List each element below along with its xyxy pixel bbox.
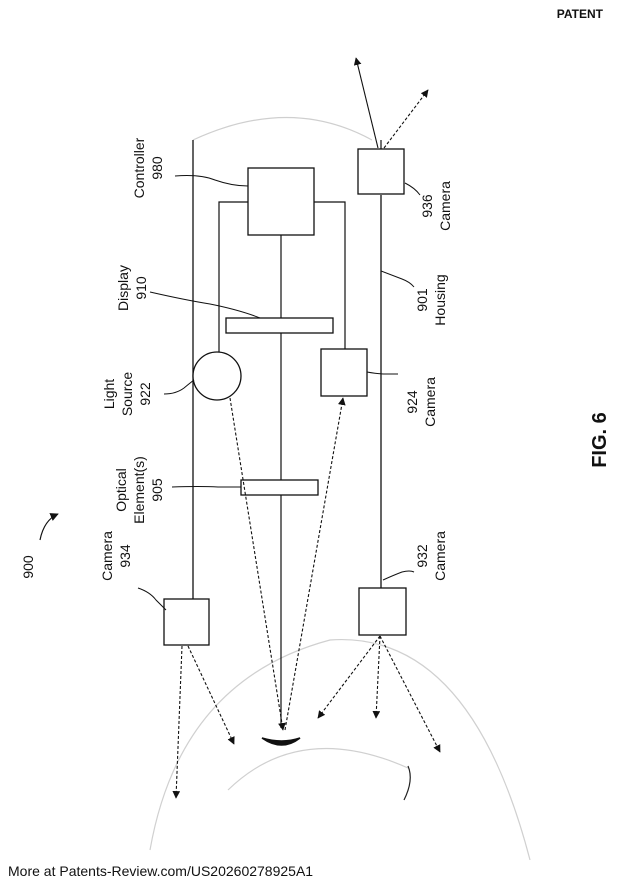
camera-924-box — [320, 348, 368, 397]
controller-wire-left — [218, 201, 248, 352]
leader-camera-936 — [404, 182, 421, 196]
leader-camera-934 — [137, 587, 167, 611]
ray-934-down — [172, 645, 183, 799]
leader-light-source — [163, 379, 195, 395]
camera-936-box — [357, 148, 405, 195]
ray-eye-to-camera-924 — [284, 397, 346, 731]
ref-900-arrow — [39, 513, 59, 541]
ray-932-left — [317, 635, 381, 719]
display-bar — [225, 317, 334, 334]
source-footer: More at Patents-Review.com/US20260278925… — [8, 863, 314, 879]
optical-element-bar — [240, 479, 319, 496]
controller-wire-right — [314, 201, 346, 350]
camera-934-box — [163, 598, 210, 646]
label-ref-900: 900 — [20, 555, 36, 579]
camera-932-box — [358, 587, 407, 636]
housing-top-arc — [192, 116, 373, 141]
figure-caption: FIG. 6 — [589, 412, 611, 468]
eye-pupil — [261, 737, 301, 746]
leader-camera-924 — [366, 371, 399, 375]
leader-optical — [171, 486, 242, 488]
ray-934-right — [187, 645, 235, 745]
light-source-circle — [192, 351, 242, 401]
eye-inner-arc — [227, 747, 409, 791]
ray-932-down — [372, 635, 381, 719]
ray-936-left — [353, 57, 379, 149]
leader-display — [149, 291, 261, 319]
leader-housing — [380, 270, 415, 288]
eye-outer-arc — [149, 639, 531, 861]
ray-932-right — [379, 635, 441, 753]
leader-controller — [174, 175, 249, 187]
ray-light-to-eye — [229, 397, 286, 731]
ray-936-right — [383, 89, 429, 149]
controller-box — [247, 167, 315, 236]
leader-camera-932 — [382, 570, 415, 581]
patent-header: PATENT — [556, 7, 603, 21]
eye-cornea-arc — [403, 765, 411, 801]
